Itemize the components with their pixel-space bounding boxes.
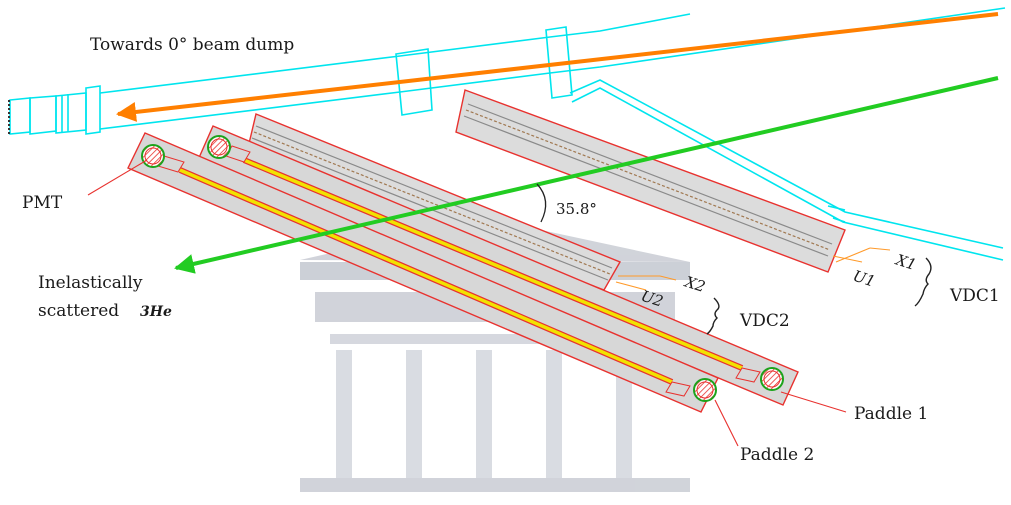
label-x2: X2 — [682, 272, 708, 296]
pmt-circle-icon — [141, 144, 165, 168]
label-inelastic-line1: Inelastically — [38, 273, 143, 293]
curly-brace-icon — [914, 257, 932, 307]
label-inelastic-particle: 3He — [140, 304, 172, 320]
beam-pipe — [9, 7, 1006, 261]
label-angle: 35.8° — [556, 200, 597, 218]
label-vdc2: VDC2 — [739, 311, 790, 331]
vdc1-chamber — [455, 89, 846, 273]
label-x1: X1 — [893, 250, 919, 274]
wire-plane-leaders — [615, 247, 891, 291]
label-beam-dump: Towards 0° beam dump — [90, 35, 294, 55]
angle-arc — [536, 183, 547, 223]
paddle-1 — [197, 125, 799, 406]
label-paddle-1: Paddle 1 — [854, 404, 928, 424]
pmt-circle-icon — [693, 378, 717, 402]
scattered-arrow — [174, 76, 999, 274]
pmt-circle-icon — [760, 367, 784, 391]
curly-brace-icon — [706, 297, 720, 335]
label-pmt: PMT — [22, 193, 63, 213]
beam-arrow — [116, 12, 999, 122]
label-paddle-2: Paddle 2 — [740, 445, 814, 465]
paddle-2 — [127, 132, 719, 413]
label-vdc1: VDC1 — [949, 286, 1000, 306]
label-u1: U1 — [851, 267, 878, 291]
label-inelastic-line2: scattered — [38, 301, 119, 321]
label-u2: U2 — [639, 287, 666, 311]
leader-lines — [87, 159, 847, 447]
pmt-circle-icon — [207, 135, 231, 159]
